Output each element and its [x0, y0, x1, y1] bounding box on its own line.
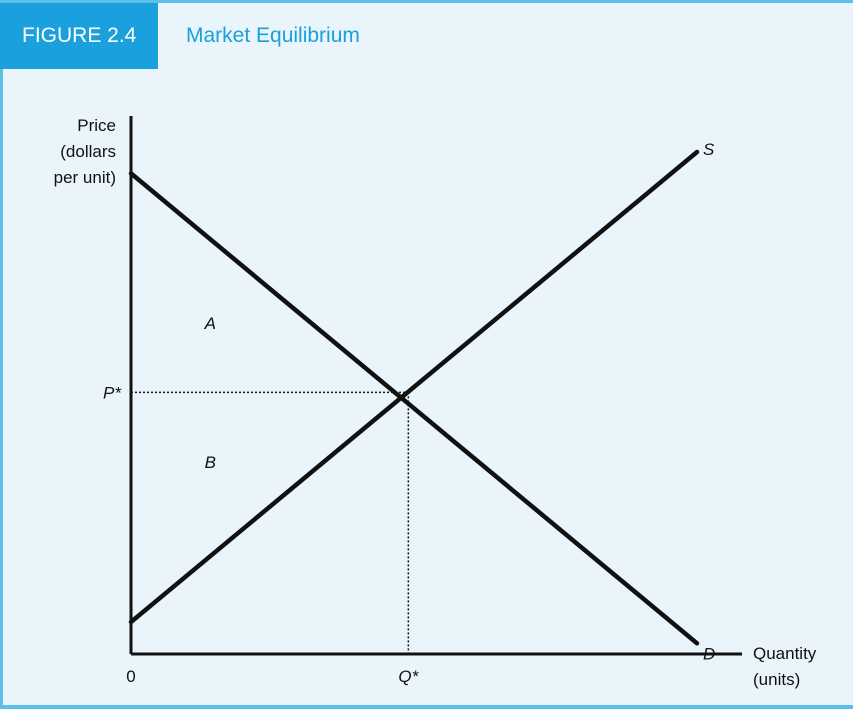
origin-label: 0 — [126, 667, 135, 686]
region-label-b: B — [205, 453, 216, 472]
y-axis-label-line-1: Price — [77, 116, 116, 135]
x-axis-label-line-1: Quantity — [753, 644, 817, 663]
series-s-line — [128, 149, 700, 625]
series-d-label: D — [703, 644, 715, 663]
x-axis-label-line-2: (units) — [753, 670, 800, 689]
figure-title: Market Equilibrium — [186, 24, 360, 47]
left-border — [0, 0, 3, 709]
y-axis-label-line-3: per unit) — [54, 168, 116, 187]
series-s-label: S — [703, 140, 715, 159]
region-label-a: A — [204, 314, 216, 333]
equilibrium-price-label: P* — [103, 383, 122, 402]
top-border — [0, 0, 853, 3]
figure-number: FIGURE 2.4 — [0, 3, 158, 69]
series-d-line — [128, 171, 700, 646]
y-axis-label-line-2: (dollars — [60, 142, 116, 161]
equilibrium-quantity-label: Q* — [398, 667, 419, 686]
bottom-border — [0, 705, 853, 709]
